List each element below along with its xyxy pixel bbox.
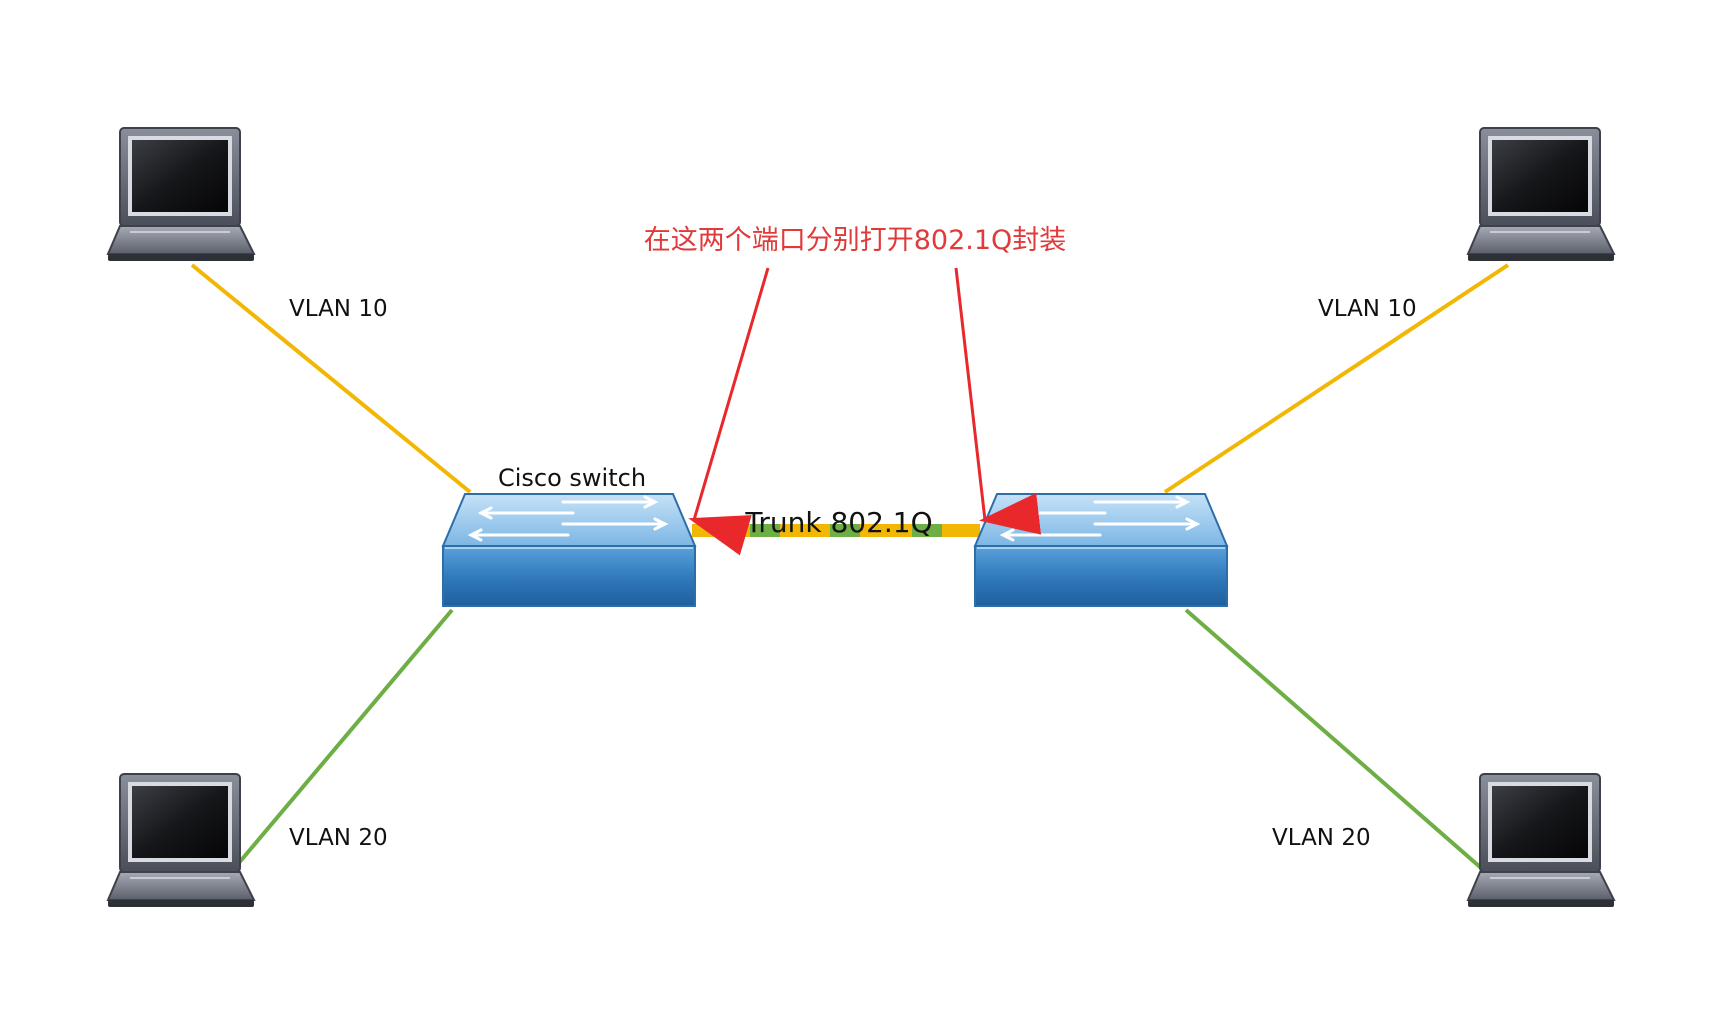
laptop-icon-bottom-left [107,773,255,908]
link-vlan10-right [1163,263,1510,494]
link-vlan10-left [190,263,472,494]
vlan-label-top-left: VLAN 10 [289,296,388,322]
annotation-arrow-left [688,267,770,556]
vlan-label-bottom-right: VLAN 20 [1272,825,1371,851]
link-vlan20-right [1184,608,1490,876]
laptop-icon-bottom-right [1467,773,1615,908]
network-switch-icon-left [441,492,697,608]
switch-label: Cisco switch [498,464,646,492]
vlan-label-top-right: VLAN 10 [1318,296,1417,322]
trunk-link [692,524,980,537]
laptop-icon-top-left [107,127,255,262]
vlan-label-bottom-left: VLAN 20 [289,825,388,851]
trunk-label: Trunk 802.1Q [744,506,932,539]
annotation-text: 在这两个端口分别打开802.1Q封装 [644,225,1067,256]
annotation-arrow-right [954,267,1042,535]
laptop-icon-top-right [1467,127,1615,262]
link-vlan20-left [236,608,454,866]
network-switch-icon-right [973,492,1229,608]
